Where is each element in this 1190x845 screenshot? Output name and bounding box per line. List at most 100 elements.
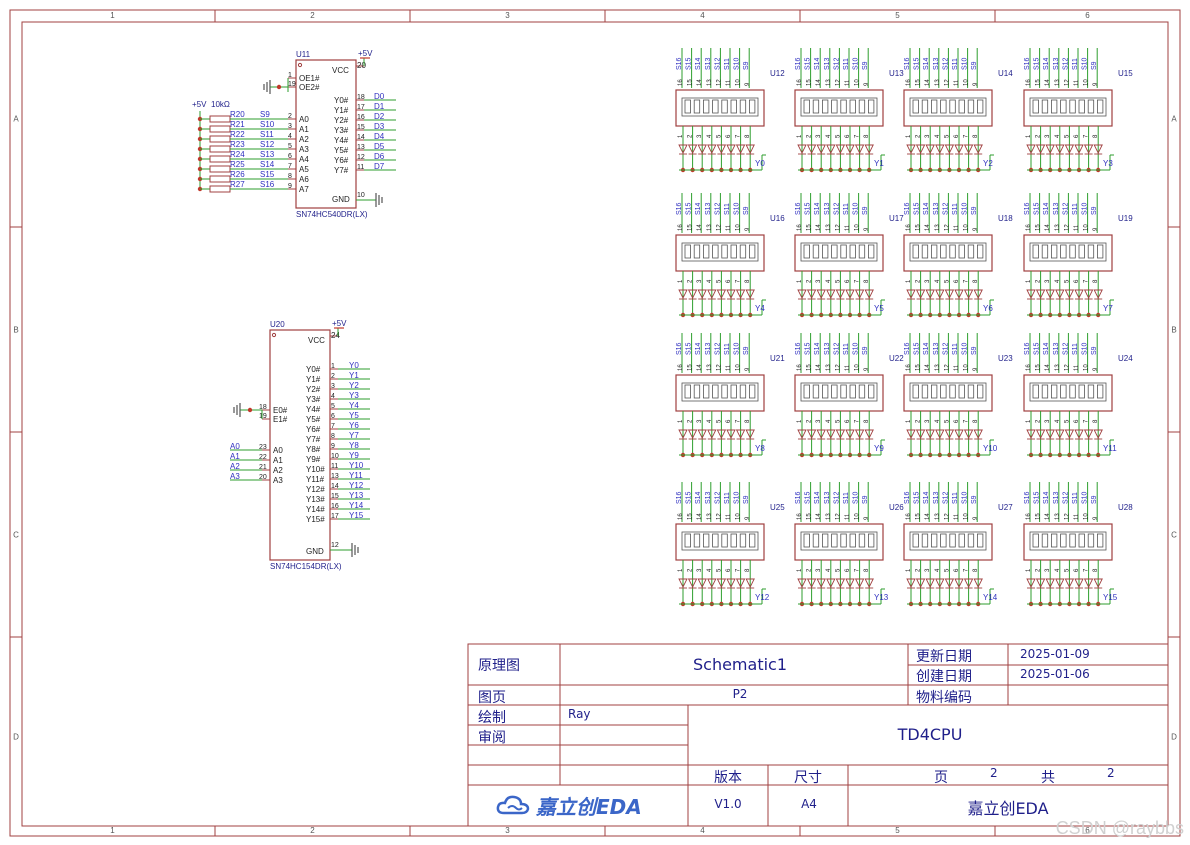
y-pin-name: Y13# xyxy=(306,495,325,504)
dip-toggle xyxy=(849,99,856,114)
diode-icon xyxy=(735,144,746,155)
dip-toggle xyxy=(684,533,691,548)
pin-num: 19 xyxy=(288,81,296,88)
dip-toggle xyxy=(868,244,875,259)
net-label: S16 xyxy=(1024,491,1031,504)
net-label: Y1 xyxy=(349,371,359,380)
net-label: S10 xyxy=(962,57,969,70)
diode-icon xyxy=(906,144,916,155)
pin-num: 6 xyxy=(845,419,851,423)
pin-num: 15 xyxy=(807,224,813,231)
y-pin-name: Y1# xyxy=(306,375,321,384)
pin-num: 9 xyxy=(973,227,979,231)
pin-num: 7 xyxy=(964,134,970,138)
net-label: S15 xyxy=(805,342,812,355)
pin-num: 6 xyxy=(1074,134,1080,138)
diode-icon xyxy=(973,289,983,300)
pin-num: 15 xyxy=(331,493,339,500)
diode-icon xyxy=(935,429,945,440)
diode-icon xyxy=(687,429,698,440)
net-label: Y5 xyxy=(349,411,359,420)
dip-toggle xyxy=(977,533,984,548)
diode-icon xyxy=(687,144,698,155)
pin-num: 14 xyxy=(357,134,365,141)
pin-num: 10 xyxy=(331,453,339,460)
net-label: S10 xyxy=(734,202,741,215)
diode-icon xyxy=(687,289,698,300)
pin-num: 8 xyxy=(973,419,979,423)
y-pin-name: Y0# xyxy=(334,96,349,105)
dip-window xyxy=(681,97,759,117)
net-label: S13 xyxy=(824,202,831,215)
dip-ref: U22 xyxy=(889,354,904,363)
pin-num: 3 xyxy=(925,134,931,138)
pin-num: 10 xyxy=(736,79,742,86)
diode-icon xyxy=(835,429,846,440)
dip-toggle xyxy=(712,533,719,548)
pin-num: 7 xyxy=(736,134,742,138)
pin-num: 10 xyxy=(1084,224,1090,231)
resistor-body xyxy=(209,185,231,193)
net-label: S12 xyxy=(833,491,840,504)
dip-toggle xyxy=(1051,99,1058,114)
net-label: S14 xyxy=(814,342,821,355)
col-label-top: 3 xyxy=(505,11,510,20)
net-label: A2 xyxy=(230,462,240,471)
dip-toggle xyxy=(958,244,965,259)
pin-num: 15 xyxy=(688,513,694,520)
pin-num: 1 xyxy=(1026,568,1032,572)
pin-num: 14 xyxy=(1045,513,1051,520)
pin-num: 2 xyxy=(807,279,813,283)
pin-num: 2 xyxy=(288,113,292,120)
pin-num: 15 xyxy=(688,79,694,86)
pin-num: 8 xyxy=(864,568,870,572)
dip-toggle xyxy=(730,533,737,548)
pin-num: 24 xyxy=(331,331,340,340)
net-label: S10 xyxy=(734,57,741,70)
net-label: S12 xyxy=(714,491,721,504)
dip-toggle xyxy=(730,384,737,399)
res-ref: R22 xyxy=(230,130,245,139)
pin-num: 7 xyxy=(1084,279,1090,283)
dip-toggle xyxy=(977,244,984,259)
pin-num: 9 xyxy=(864,82,870,86)
pin-num: 8 xyxy=(745,568,751,572)
net-label: S16 xyxy=(260,180,275,189)
pin-num: 4 xyxy=(935,134,941,138)
dip-toggle xyxy=(812,244,820,259)
diode-icon xyxy=(707,429,717,440)
pin-num: 11 xyxy=(726,364,732,371)
net-label: S9 xyxy=(1091,206,1098,215)
net-label: Y5 xyxy=(874,304,884,313)
pin-num: 11 xyxy=(726,79,732,86)
dip-toggle xyxy=(1032,244,1039,259)
pin-num: 10 xyxy=(1084,79,1090,86)
dip-toggle xyxy=(949,244,956,259)
net-label: Y13 xyxy=(874,593,889,602)
pin-num: 9 xyxy=(864,516,870,520)
pin-num: 17 xyxy=(331,513,339,520)
pin-num: 9 xyxy=(973,367,979,371)
pin-num: 2 xyxy=(916,134,922,138)
dip-toggle xyxy=(921,99,929,114)
pin-num: 13 xyxy=(826,364,832,371)
pin-num: 14 xyxy=(925,79,931,86)
net-label: Y15 xyxy=(1103,593,1118,602)
dip-toggle xyxy=(1097,533,1104,548)
pin-num: 6 xyxy=(845,134,851,138)
diode-icon xyxy=(1083,289,1094,300)
y-pin-name: Y2# xyxy=(334,116,349,125)
diode-icon xyxy=(687,578,698,589)
diode-icon xyxy=(806,429,817,440)
net-label: S16 xyxy=(676,342,683,355)
pin-num: 4 xyxy=(331,393,335,400)
diode-icon xyxy=(906,289,916,300)
y-pin-name: Y12# xyxy=(306,485,325,494)
pin-num: 8 xyxy=(973,568,979,572)
pin-num: 10 xyxy=(964,513,970,520)
pin-num: 7 xyxy=(736,568,742,572)
pin-num: 1 xyxy=(1026,279,1032,283)
